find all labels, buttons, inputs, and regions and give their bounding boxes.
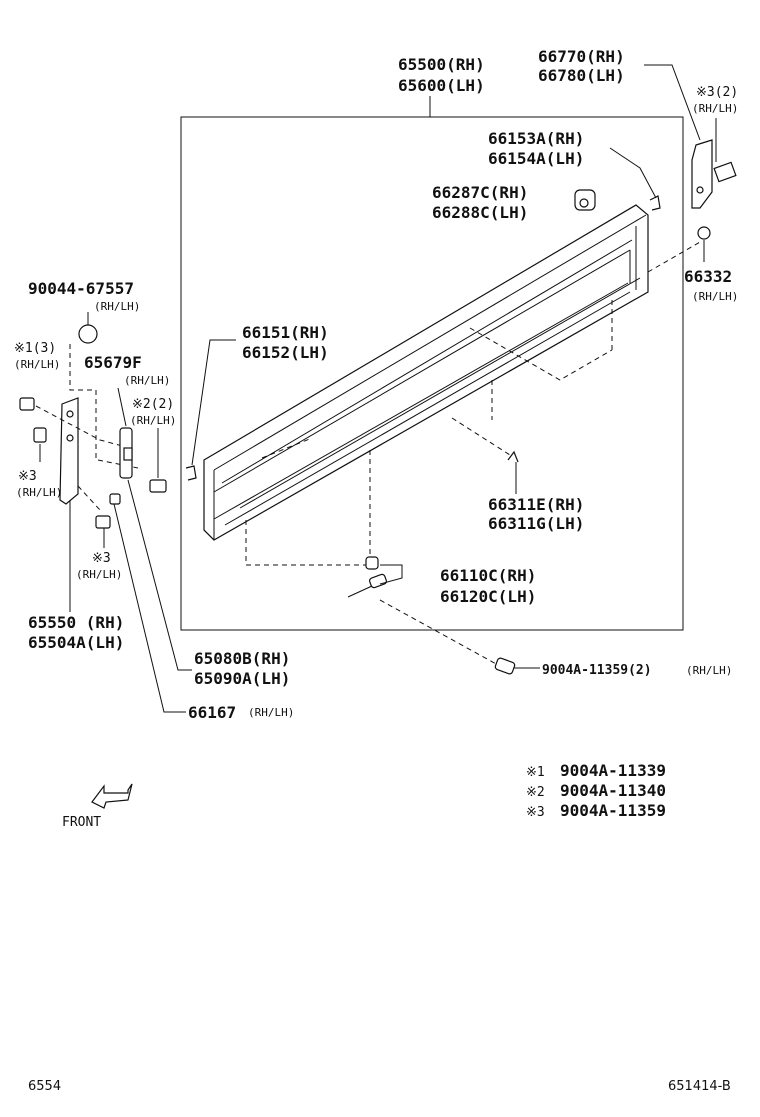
legend-mark-2: ※2	[526, 785, 545, 800]
label-rhlh-top: (RH/LH)	[692, 102, 738, 115]
leader-65679	[117, 387, 127, 427]
leader-65080	[127, 479, 192, 671]
guide-dash	[77, 485, 101, 511]
leader-66167	[113, 503, 186, 713]
label-66120: 66120C(LH)	[440, 587, 536, 606]
guide-dash	[647, 241, 701, 273]
label-66332: 66332	[684, 267, 732, 286]
label-66167: 66167	[188, 703, 236, 722]
guide-dash	[35, 405, 131, 449]
clip-66151	[185, 465, 197, 481]
guide-dash	[69, 344, 97, 460]
bolt-n2	[149, 479, 167, 493]
tailgate-panel	[203, 204, 649, 541]
footer-right: 651414-B	[668, 1079, 731, 1094]
label-rhlh-66332: (RH/LH)	[692, 290, 738, 303]
guide-dash	[469, 327, 613, 381]
label-65500: 65500(RH)	[398, 55, 485, 74]
label-9004a: 9004A-11359(2)	[542, 663, 652, 678]
label-65679: 65679F	[84, 353, 142, 372]
guide-dash	[97, 459, 139, 469]
bolt-n1	[19, 397, 35, 411]
bolt-n3a	[33, 427, 47, 443]
leader-66770	[644, 64, 701, 141]
legend-part-1: 9004A-11339	[560, 761, 666, 780]
assembly-frame	[180, 116, 684, 631]
label-n2: ※2(2)	[132, 397, 174, 412]
legend: ※1 9004A-11339 ※2 9004A-11340 ※3 9004A-1…	[526, 761, 666, 820]
guide-dash	[379, 599, 499, 666]
leader-66151	[191, 339, 236, 466]
label-n3b: ※3	[92, 551, 111, 566]
legend-part-3: 9004A-11359	[560, 801, 666, 820]
label-n3a: ※3	[18, 469, 37, 484]
hinge-66770	[691, 139, 737, 209]
label-rhlh-65679: (RH/LH)	[124, 374, 170, 387]
label-66287: 66287C(RH)	[432, 183, 528, 202]
leader-66153	[609, 147, 657, 199]
label-66152: 66152(LH)	[242, 343, 329, 362]
bolt-n3b	[95, 515, 111, 529]
label-66153: 66153A(RH)	[488, 129, 584, 148]
label-n3-top: ※3(2)	[696, 85, 738, 100]
label-66154: 66154A(LH)	[488, 149, 584, 168]
label-66311e: 66311E(RH)	[488, 495, 584, 514]
legend-mark-1: ※1	[526, 765, 545, 780]
footer-left: 6554	[28, 1079, 61, 1094]
label-rhlh-9004a: (RH/LH)	[686, 664, 732, 677]
latch-65679f	[119, 427, 133, 479]
clip-66153a	[649, 195, 661, 211]
label-66288: 66288C(LH)	[432, 203, 528, 222]
bracket-65550	[59, 397, 79, 505]
label-rhlh-n2: (RH/LH)	[130, 414, 176, 427]
label-66311g: 66311G(LH)	[488, 514, 584, 533]
leader-66110	[379, 564, 403, 585]
lock-66110c	[347, 556, 387, 598]
clip-66167	[109, 493, 121, 505]
legend-part-2: 9004A-11340	[560, 781, 666, 800]
guide-dash	[451, 417, 511, 456]
label-65600: 65600(LH)	[398, 76, 485, 95]
label-90044: 90044-67557	[28, 279, 134, 298]
label-65090: 65090A(LH)	[194, 669, 290, 688]
guide-dash	[245, 448, 371, 566]
legend-mark-3: ※3	[526, 805, 545, 820]
label-rhlh-66167: (RH/LH)	[248, 706, 294, 719]
label-65504: 65504A(LH)	[28, 633, 124, 652]
clip-66287c	[574, 189, 596, 211]
label-rhlh-n1: (RH/LH)	[14, 358, 60, 371]
label-66770: 66770(RH)	[538, 47, 625, 66]
label-66780: 66780(LH)	[538, 66, 625, 85]
label-rhlh-n3a: (RH/LH)	[16, 486, 62, 499]
clip-66311e	[507, 450, 519, 463]
bolt-9004a	[494, 657, 540, 675]
label-n1: ※1(3)	[14, 341, 56, 356]
front-label: FRONT	[62, 815, 101, 830]
label-rhlh-90044: (RH/LH)	[94, 300, 140, 313]
label-65080: 65080B(RH)	[194, 649, 290, 668]
label-rhlh-n3b: (RH/LH)	[76, 568, 122, 581]
front-arrow-icon	[91, 783, 133, 809]
label-65550: 65550 (RH)	[28, 613, 124, 632]
cap-90044	[78, 324, 98, 344]
label-66151: 66151(RH)	[242, 323, 329, 342]
nut-66332	[697, 226, 711, 240]
label-66110: 66110C(RH)	[440, 566, 536, 585]
